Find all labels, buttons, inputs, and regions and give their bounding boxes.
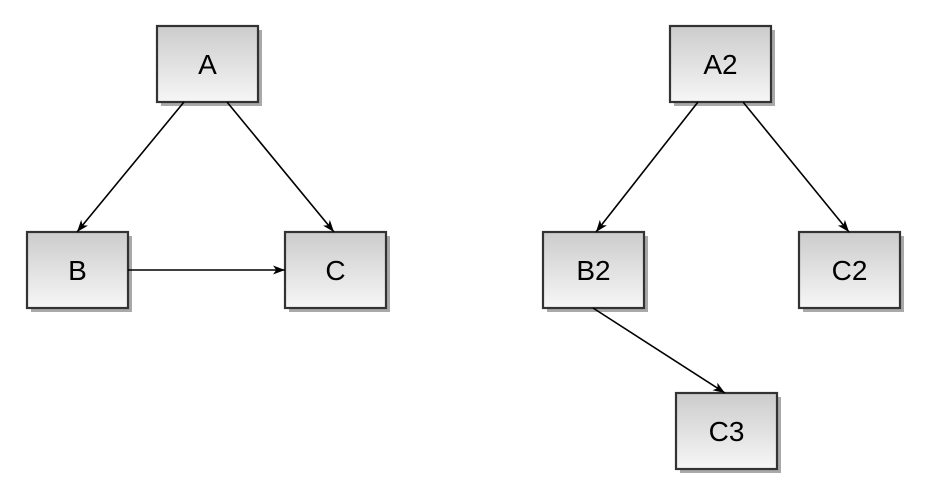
node-C2: C2	[797, 230, 904, 312]
node-B2: B2	[541, 230, 648, 312]
node-C: C	[283, 230, 390, 312]
node-box	[668, 24, 773, 104]
node-A: A	[155, 24, 262, 106]
node-box	[25, 230, 130, 310]
node-box	[155, 24, 260, 104]
node-label: A	[198, 49, 217, 80]
node-label: B	[68, 255, 87, 286]
node-A2: A2	[668, 24, 775, 106]
node-label: C	[325, 255, 345, 286]
node-box	[674, 391, 779, 471]
node-C3: C3	[674, 391, 781, 473]
node-label: B2	[576, 255, 610, 286]
node-label: C3	[709, 416, 745, 447]
node-label: A2	[703, 49, 737, 80]
node-B: B	[25, 230, 132, 312]
node-box	[283, 230, 388, 310]
node-box	[797, 230, 902, 310]
edge-A2-B2	[595, 101, 699, 233]
left-graph: A B C	[25, 24, 390, 312]
node-label: C2	[832, 255, 868, 286]
edge-A-C	[226, 101, 335, 233]
edge-A-B	[76, 101, 185, 233]
edge-B2-C3	[592, 307, 726, 394]
edge-A2-C2	[742, 101, 850, 233]
